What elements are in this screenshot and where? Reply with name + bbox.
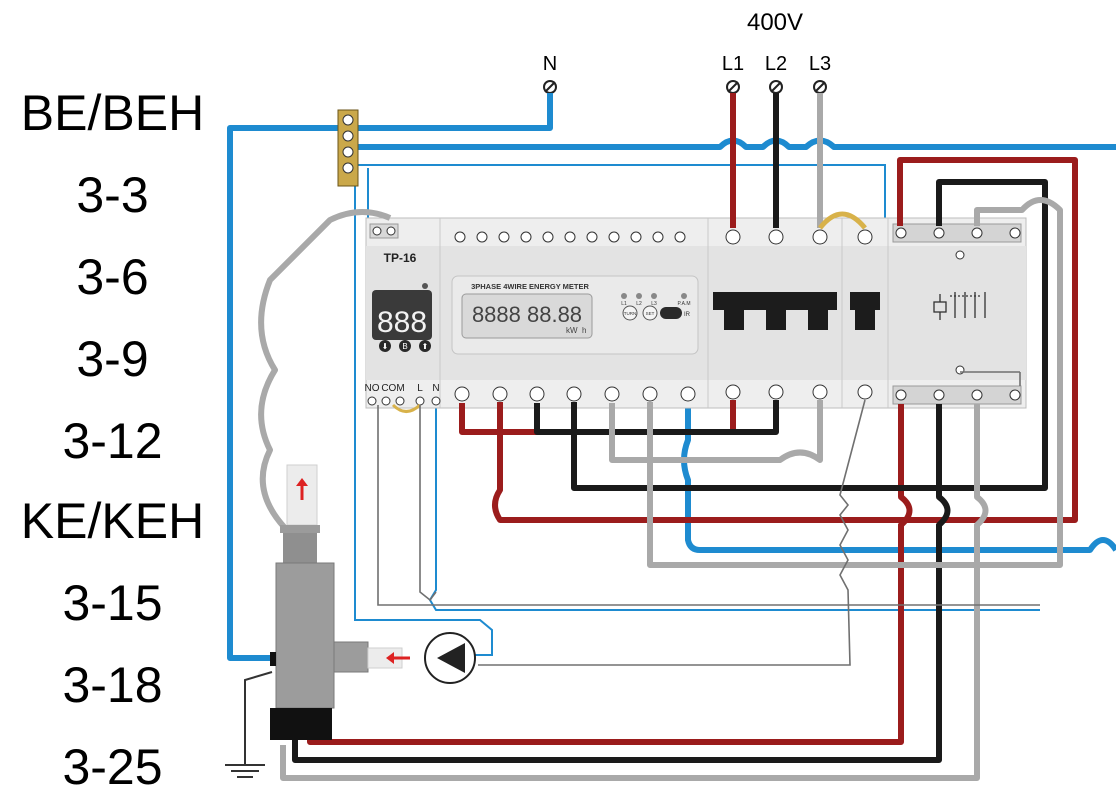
model-list: BE/BEH 3-3 3-6 3-9 3-12 KE/KEH 3-15 3-18… bbox=[0, 0, 225, 792]
meter-led-pam: P.A.M bbox=[678, 301, 691, 307]
supply-terminals bbox=[543, 80, 827, 94]
neutral-terminal-block bbox=[337, 109, 359, 187]
meter-led-l2: L2 bbox=[636, 301, 642, 307]
thermostat-display: 888 bbox=[377, 306, 427, 339]
thermostat-terminal-com: COM bbox=[381, 383, 404, 394]
single-breaker-toggle[interactable] bbox=[850, 292, 880, 310]
meter-ir-label: IR bbox=[684, 312, 691, 318]
l1-wiring bbox=[307, 93, 1078, 745]
pump-icon bbox=[424, 632, 476, 684]
meter-unit-kw: kW bbox=[566, 326, 578, 335]
meter-top-terminals bbox=[454, 231, 686, 243]
thermostat-button-up-glyph: ⬆ bbox=[422, 342, 429, 351]
meter-display: 8888 88.88 bbox=[472, 302, 582, 327]
model-label: 3-9 bbox=[76, 331, 149, 387]
meter-bottom-terminals bbox=[454, 386, 696, 402]
thermostat-button-set-glyph: B bbox=[402, 342, 407, 351]
thermostat-module: TP-16 888 ⬇ B ⬆ NO COM L N bbox=[365, 223, 441, 406]
phase-label-l2: L2 bbox=[765, 53, 787, 75]
model-label: 3-25 bbox=[62, 739, 163, 795]
phase-label-l3: L3 bbox=[809, 53, 831, 75]
phase-label-l1: L1 bbox=[722, 53, 744, 75]
meter-led-l3: L3 bbox=[651, 301, 657, 307]
signal-wiring bbox=[377, 371, 1040, 666]
meter-set-label: SET bbox=[646, 311, 655, 316]
model-label: 3-12 bbox=[62, 413, 163, 469]
meter-turn-label: TURN bbox=[624, 311, 637, 316]
voltage-label: 400V bbox=[747, 9, 803, 36]
model-label: 3-15 bbox=[62, 575, 163, 631]
thermostat-link-wire bbox=[391, 403, 422, 413]
three-pole-breaker bbox=[713, 229, 837, 400]
thermostat-set-button[interactable] bbox=[399, 340, 411, 352]
model-label: 3-6 bbox=[76, 249, 149, 305]
meter-led-l1: L1 bbox=[621, 301, 627, 307]
breaker-link-wire bbox=[818, 211, 867, 230]
model-label: KE/KEH bbox=[20, 493, 205, 549]
meter-unit-h: h bbox=[582, 326, 586, 335]
single-pole-breaker bbox=[850, 229, 880, 400]
energy-meter-module: 3PHASE 4WIRE ENERGY METER 8888 88.88 kW … bbox=[451, 231, 699, 402]
thermostat-terminal-n: N bbox=[432, 383, 439, 394]
ground-icon bbox=[225, 671, 273, 778]
meter-set-button[interactable] bbox=[642, 305, 658, 321]
neutral-label: N bbox=[543, 53, 557, 75]
model-label: 3-18 bbox=[62, 657, 163, 713]
thermostat-model-label: TP-16 bbox=[384, 251, 417, 265]
thermostat-terminal-no: NO bbox=[365, 383, 380, 394]
model-label: BE/BEH bbox=[20, 85, 205, 141]
meter-turn-button[interactable] bbox=[622, 305, 638, 321]
thermostat-down-button[interactable] bbox=[379, 340, 391, 352]
l3-wiring bbox=[258, 93, 1063, 781]
thermostat-up-button[interactable] bbox=[419, 340, 431, 352]
model-label: 3-3 bbox=[76, 167, 149, 223]
l2-wiring bbox=[292, 93, 1048, 763]
heater-element bbox=[270, 464, 410, 740]
thermostat-button-down-glyph: ⬇ bbox=[382, 342, 389, 351]
meter-title: 3PHASE 4WIRE ENERGY METER bbox=[471, 282, 589, 291]
thermostat-terminal-l: L bbox=[417, 383, 423, 394]
breaker-toggle[interactable] bbox=[713, 292, 837, 310]
